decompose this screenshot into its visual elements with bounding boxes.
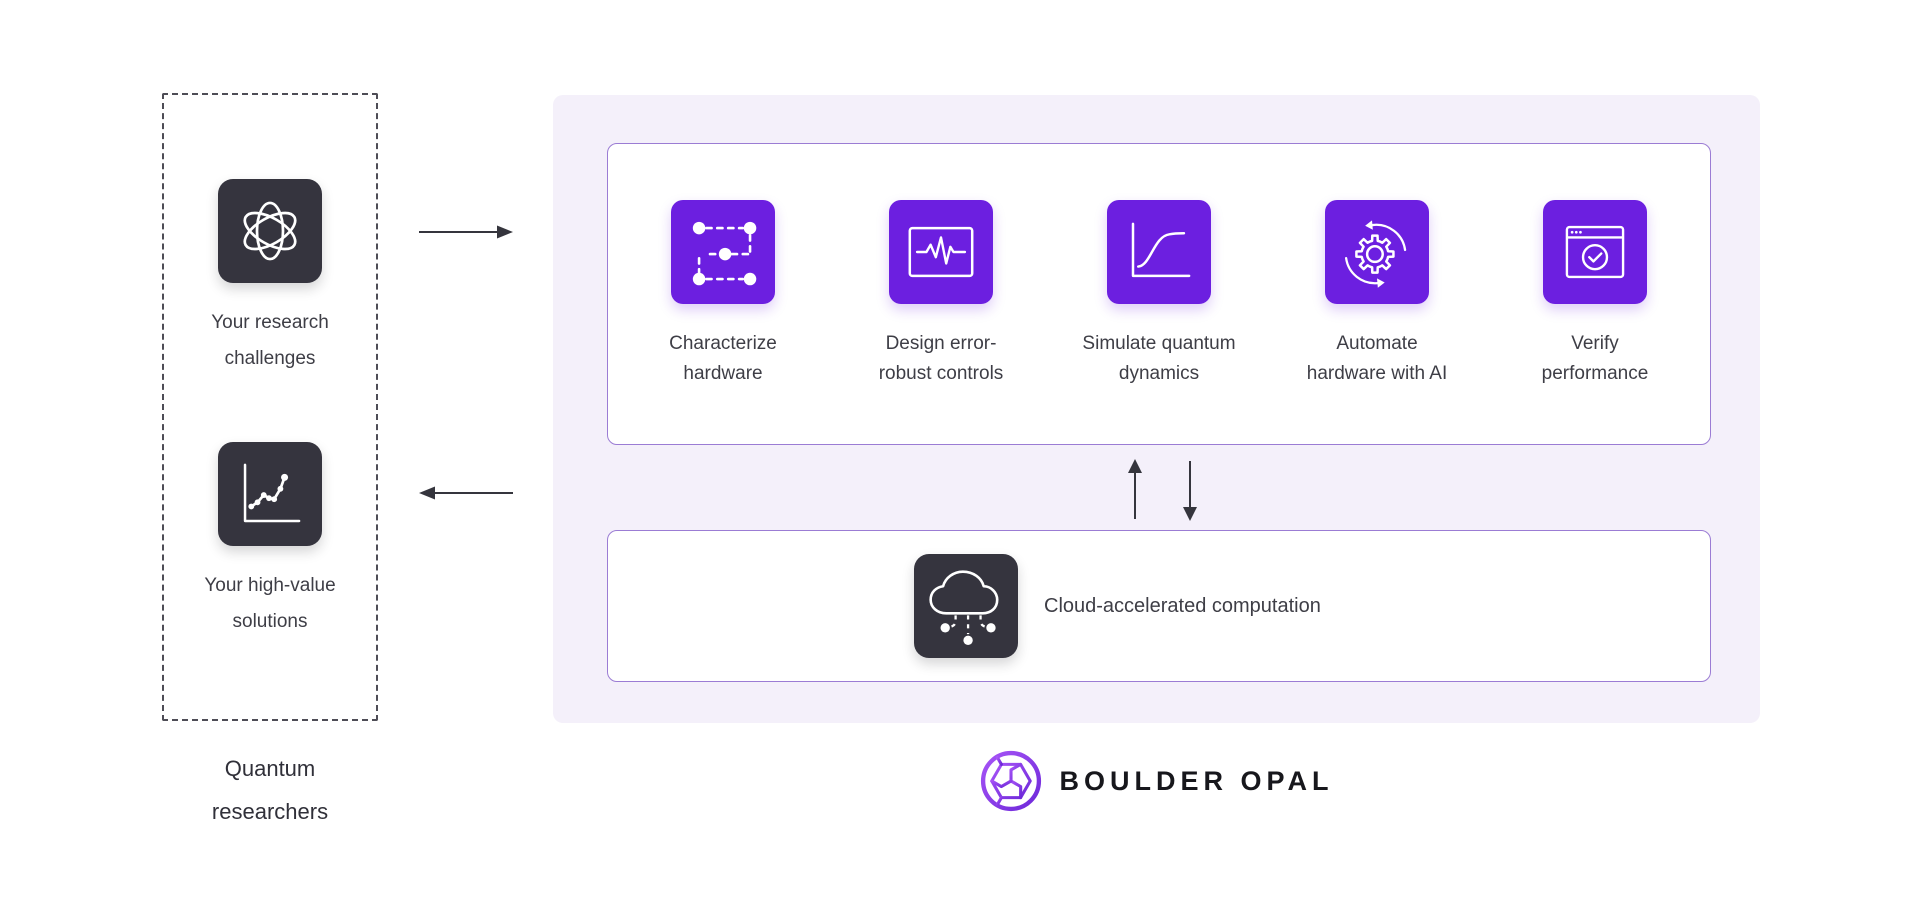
researchers-dashed-box: Your research challenges Your h bbox=[162, 93, 378, 721]
characterize-tile bbox=[671, 200, 775, 304]
verified-window-icon bbox=[1565, 225, 1625, 279]
step-label: Verify performance bbox=[1541, 333, 1649, 384]
researchers-caption: Quantum researchers bbox=[211, 756, 329, 824]
research-challenges-tile bbox=[218, 179, 322, 283]
simulate-tile bbox=[1107, 200, 1211, 304]
trend-chart-icon bbox=[243, 463, 301, 523]
controls-tile bbox=[889, 200, 993, 304]
brand-name: BOULDER OPAL bbox=[1059, 765, 1334, 796]
sigmoid-plot-icon bbox=[1131, 222, 1191, 278]
research-challenges-item: Your research challenges bbox=[164, 179, 376, 377]
cloud-computation-label: Cloud-accelerated computation bbox=[1044, 594, 1321, 617]
high-value-solutions-label: Your high-value solutions bbox=[204, 575, 336, 632]
signal-monitor-icon bbox=[908, 226, 974, 278]
step-label: Design error- robust controls bbox=[878, 333, 1004, 384]
step-label: Characterize hardware bbox=[669, 333, 777, 384]
cloud-compute-icon bbox=[929, 570, 999, 645]
step-label: Automate hardware with AI bbox=[1306, 333, 1448, 384]
high-value-solutions-tile bbox=[218, 442, 322, 546]
workflow-box: Characterize hardware Design error- robu… bbox=[607, 143, 1711, 445]
gear-sync-icon bbox=[1344, 220, 1407, 288]
boulder-opal-logo bbox=[980, 750, 1041, 812]
cloud-tile bbox=[914, 554, 1018, 658]
research-challenges-label: Your research challenges bbox=[211, 312, 329, 369]
characterize-nodes-icon bbox=[692, 221, 757, 286]
arrow-right-icon bbox=[419, 225, 513, 239]
brand-row: BOULDER OPAL bbox=[553, 746, 1760, 816]
arrow-down-icon bbox=[1183, 461, 1197, 521]
up-down-arrows bbox=[1128, 459, 1197, 521]
cloud-tile-wrap bbox=[914, 554, 1018, 658]
step-label: Simulate quantum dynamics bbox=[1082, 333, 1236, 384]
arrow-up-icon bbox=[1128, 459, 1142, 519]
arrow-left-icon bbox=[419, 486, 513, 500]
high-value-solutions-item: Your high-value solutions bbox=[164, 442, 376, 640]
step-design-controls: Design error- robust controls bbox=[838, 200, 1044, 444]
step-simulate-dynamics: Simulate quantum dynamics bbox=[1056, 200, 1262, 444]
boulder-opal-panel: Characterize hardware Design error- robu… bbox=[553, 95, 1760, 723]
automate-tile bbox=[1325, 200, 1429, 304]
step-automate-ai: Automate hardware with AI bbox=[1274, 200, 1480, 444]
step-characterize-hardware: Characterize hardware bbox=[620, 200, 826, 444]
cloud-computation-box: Cloud-accelerated computation bbox=[607, 530, 1711, 682]
atom-icon bbox=[243, 201, 297, 261]
step-verify-performance: Verify performance bbox=[1492, 200, 1698, 444]
verify-tile bbox=[1543, 200, 1647, 304]
